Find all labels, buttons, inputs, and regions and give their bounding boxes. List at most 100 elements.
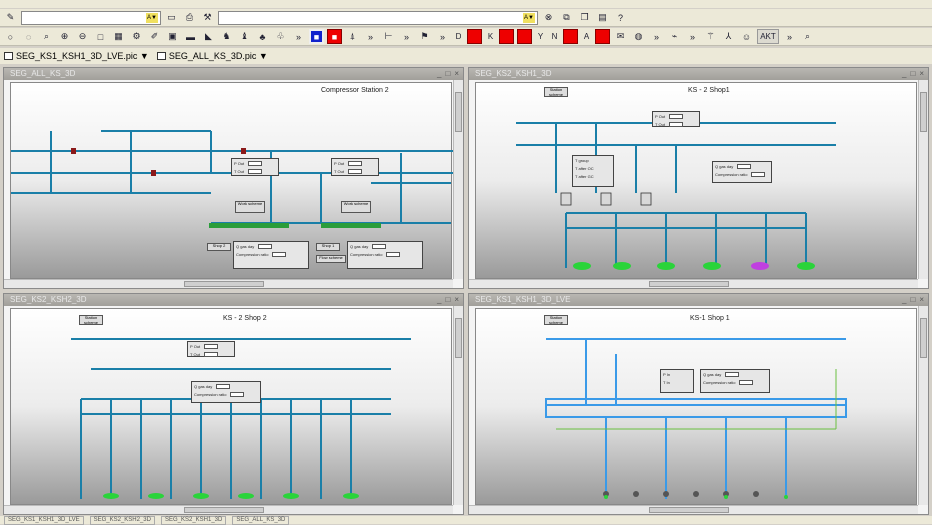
horizontal-scrollbar[interactable] [469,505,918,514]
restore-icon[interactable]: □ [910,69,916,78]
tree-icon[interactable]: ⅄ [725,31,732,41]
more2-icon[interactable]: » [367,31,373,42]
duplicate-icon[interactable]: ❐ [580,12,589,22]
scroll-thumb[interactable] [648,281,729,287]
letter-d-button[interactable]: D [455,32,462,41]
scheme-canvas[interactable]: Compressor Station 2 P Out T Out P Out T… [10,82,455,279]
tool-icon[interactable]: ⚒ [203,12,212,22]
red-button-3[interactable] [517,29,532,44]
layer-icon[interactable]: ▬ [186,31,195,42]
flow-scheme-button[interactable]: Flow scheme [316,255,346,263]
vertical-scrollbar[interactable] [918,306,928,505]
red-mode-button[interactable]: ■ [327,29,342,44]
dial-icon[interactable]: ◍ [634,31,643,41]
scheme-canvas[interactable]: Station scheme KS-1 Shop 1 P In T In Q g… [475,308,917,505]
shop-1-button[interactable]: Shop 1 [316,243,340,251]
restore-icon[interactable]: □ [445,295,451,304]
work-scheme-button[interactable]: Work scheme [235,201,265,213]
file-tab-2[interactable]: SEG_ALL_KS_3D.pic ▼ [156,51,268,61]
file-tab-1[interactable]: SEG_KS1_KSH1_3D_LVE.pic ▼ [4,51,149,61]
address-combo[interactable]: A▼ [218,10,538,25]
scroll-thumb[interactable] [648,507,729,513]
close-icon[interactable]: × [919,295,924,304]
work-scheme-button-2[interactable]: Work scheme [341,201,371,213]
pen-icon[interactable]: ✐ [150,31,159,41]
window-tab[interactable]: SEG_KS2_KSH1_3D [160,515,227,525]
vertical-scrollbar[interactable] [453,306,463,505]
help-icon[interactable]: ? [617,12,623,23]
letter-n-button[interactable]: N [551,32,558,41]
copy-icon[interactable]: ⧉ [563,12,570,22]
zoom-in-icon[interactable]: ⊕ [60,31,69,41]
more-icon[interactable]: » [295,31,301,42]
red-button-4[interactable] [563,29,578,44]
minimize-icon[interactable]: _ [437,69,442,78]
window-ks1-shop1[interactable]: SEG_KS1_KSH1_3D_LVE _□× Station scheme K… [468,293,929,515]
select-icon[interactable]: ○ [7,31,14,42]
vertical-scrollbar[interactable] [453,80,463,279]
ungroup-icon[interactable]: ♧ [276,31,285,41]
station-scheme-button[interactable]: Station scheme [544,315,568,325]
valve-icon[interactable]: ⍋ [349,31,356,41]
search-icon[interactable]: ⌕ [804,31,811,41]
horizontal-scrollbar[interactable] [469,279,918,288]
minimize-icon[interactable]: _ [902,295,907,304]
scheme-canvas[interactable]: Station scheme KS - 2 Shop 2 P Out T Out… [10,308,452,505]
shop-2-button[interactable]: Shop 2 [207,243,231,251]
window-tab[interactable]: SEG_KS2_KSH2_3D [89,515,155,525]
horizontal-scrollbar[interactable] [4,279,453,288]
window-ks2-shop2[interactable]: SEG_KS2_KSH2_3D _□× Station scheme KS - … [3,293,464,515]
window-all-ks[interactable]: SEG_ALL_KS_3D _□× Compressor Station 2 P… [3,67,464,289]
vertical-scrollbar[interactable] [918,80,928,279]
blue-mode-button[interactable]: ■ [309,29,324,44]
object-icon[interactable]: ♞ [222,31,231,41]
akt-button[interactable]: AKT [757,29,779,44]
paste-icon[interactable]: ▤ [598,12,607,22]
window-tab[interactable]: SEG_KS1_KSH1_3D_LVE [4,515,84,525]
chart-icon[interactable]: ◣ [205,31,212,41]
group-icon[interactable]: ♣ [259,31,266,42]
scroll-thumb[interactable] [455,92,462,132]
letter-y-button[interactable]: Y [537,32,544,41]
scroll-thumb[interactable] [183,507,264,513]
pipe-icon[interactable]: ⊢ [384,31,393,41]
letter-a-button[interactable]: A [583,32,590,41]
link-icon[interactable]: ⌁ [671,31,678,41]
select-area-icon[interactable]: ◌ [25,31,32,42]
scheme-canvas[interactable]: Station scheme KS - 2 Shop1 P Out T Out … [475,82,917,279]
open-folder-icon[interactable]: ▭ [167,12,176,22]
red-button-1[interactable] [467,29,482,44]
frame-icon[interactable]: □ [97,31,104,42]
print-icon[interactable]: ⎙ [185,12,194,22]
more5-icon[interactable]: » [653,31,659,42]
more7-icon[interactable]: » [786,31,792,42]
more4-icon[interactable]: » [439,31,445,42]
edit-icon[interactable]: ✎ [6,12,15,22]
network-icon[interactable]: ⚚ [706,31,715,41]
face-icon[interactable]: ☺ [741,31,752,42]
close-icon[interactable]: × [919,69,924,78]
scroll-thumb[interactable] [920,318,927,358]
station-scheme-button[interactable]: Station scheme [544,87,568,97]
flag-icon[interactable]: ⚑ [420,31,429,41]
more3-icon[interactable]: » [403,31,409,42]
horizontal-scrollbar[interactable] [4,505,453,514]
red-button-5[interactable] [595,29,610,44]
grid-icon[interactable]: ▦ [114,31,123,41]
letter-k-button[interactable]: K [487,32,494,41]
minimize-icon[interactable]: _ [902,69,907,78]
zoom-out-icon[interactable]: ⊖ [78,31,87,41]
address-combo-arrow[interactable]: A▼ [523,12,535,23]
scroll-thumb[interactable] [183,281,264,287]
window-tab[interactable]: SEG_ALL_KS_3D [232,515,290,525]
red-button-2[interactable] [499,29,514,44]
more6-icon[interactable]: » [689,31,695,42]
close-icon[interactable]: × [454,295,459,304]
layout-icon[interactable]: ▣ [168,31,177,41]
restore-icon[interactable]: □ [910,295,916,304]
scroll-thumb[interactable] [455,318,462,358]
restore-icon[interactable]: □ [445,69,451,78]
window-ks2-shop1[interactable]: SEG_KS2_KSH1_3D _□× Station schem [468,67,929,289]
minimize-icon[interactable]: _ [437,295,442,304]
clear-icon[interactable]: ⊗ [544,12,553,22]
